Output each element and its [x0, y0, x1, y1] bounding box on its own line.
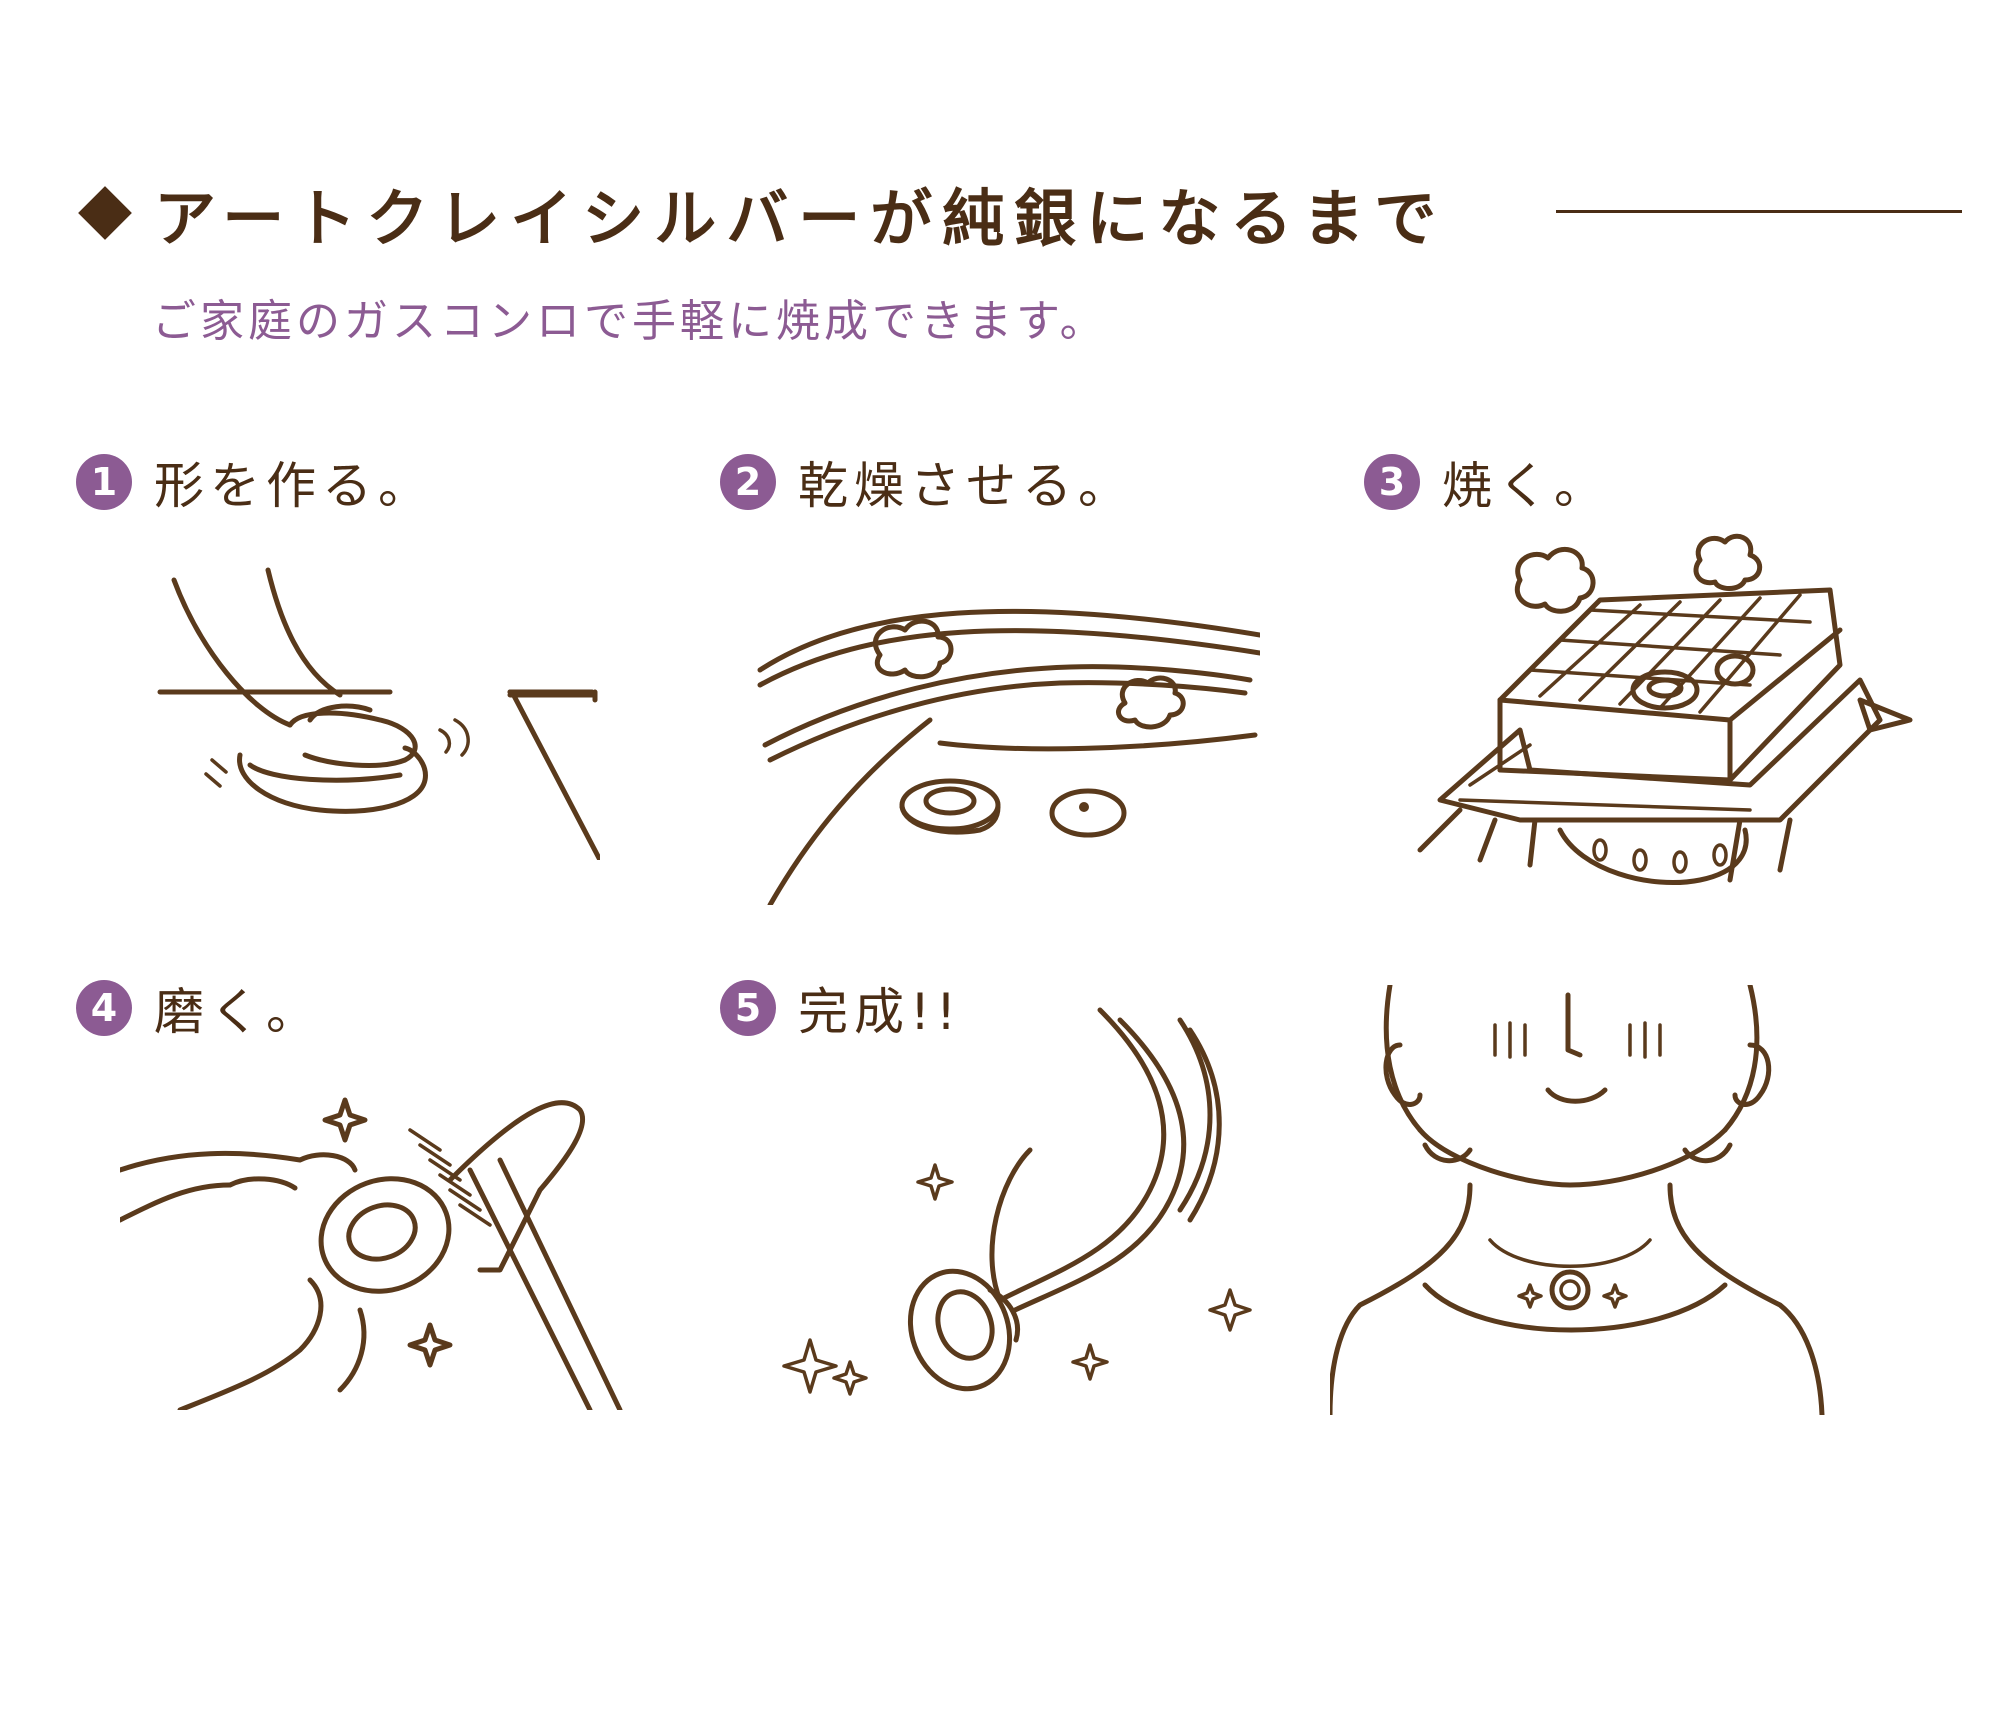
step-label: 形を作る。: [154, 457, 434, 515]
step-number-badge: 3: [1364, 454, 1420, 510]
step-4: 4 磨く。: [76, 972, 322, 1044]
step-number-badge: 4: [76, 980, 132, 1036]
step-label: 完成!!: [798, 983, 963, 1041]
page-title: アートクレイシルバーが純銀になるまで: [72, 168, 1446, 258]
step-2: 2 乾燥させる。: [720, 446, 1134, 518]
step-1: 1 形を作る。: [76, 446, 434, 518]
illustration-polishing: [120, 1070, 640, 1410]
step-label: 磨く。: [154, 983, 322, 1041]
illustration-shaping-clay: [140, 560, 600, 860]
illustration-baking: [1400, 520, 1940, 900]
illustration-drying: [740, 575, 1260, 905]
step-number-badge: 1: [76, 454, 132, 510]
step-number-badge: 2: [720, 454, 776, 510]
step-3: 3 焼く。: [1364, 446, 1610, 518]
diamond-bullet-icon: [78, 186, 132, 240]
illustration-necklace: [760, 1000, 1280, 1420]
step-5: 5 完成!!: [720, 972, 962, 1044]
step-label: 乾燥させる。: [798, 457, 1134, 515]
title-rule: [1556, 210, 1962, 213]
step-number-badge: 5: [720, 980, 776, 1036]
step-label: 焼く。: [1442, 457, 1610, 515]
page-subtitle: ご家庭のガスコンロで手軽に焼成できます。: [152, 296, 1108, 347]
page-title-text: アートクレイシルバーが純銀になるまで: [154, 182, 1447, 255]
illustration-person-wearing: [1330, 985, 1830, 1415]
